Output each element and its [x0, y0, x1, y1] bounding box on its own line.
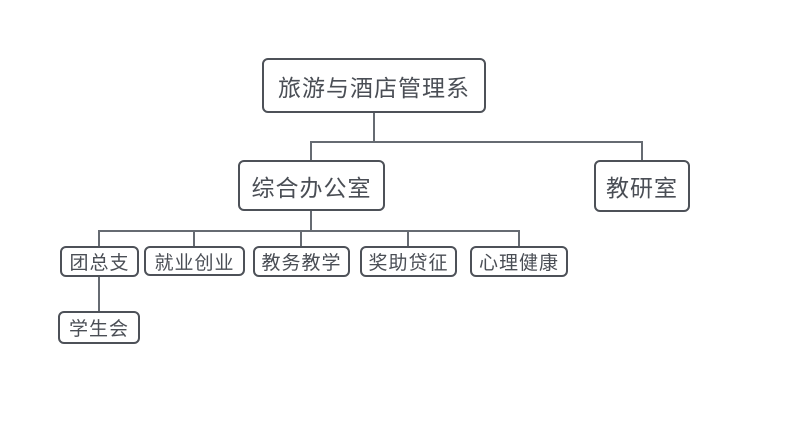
connector-level2-bus [310, 141, 643, 143]
connector-employment-drop [193, 230, 195, 246]
node-employment: 就业创业 [144, 246, 245, 276]
connector-root-stem [373, 113, 375, 143]
node-general-office: 综合办公室 [238, 160, 385, 211]
node-root: 旅游与酒店管理系 [262, 58, 486, 113]
node-mental-health: 心理健康 [470, 246, 568, 277]
connector-office-stem [310, 211, 312, 232]
connector-aid-drop [407, 230, 409, 246]
connector-academic-drop [300, 230, 302, 246]
node-league-branch: 团总支 [60, 246, 139, 277]
node-academic-affairs: 教务教学 [253, 246, 350, 277]
connector-level3-bus [98, 230, 520, 232]
connector-league-drop [98, 230, 100, 246]
connector-office-drop [310, 141, 312, 160]
connector-student-union-stem [98, 277, 100, 311]
node-financial-aid: 奖助贷征 [360, 246, 457, 277]
connector-mental-drop [518, 230, 520, 246]
connector-research-drop [641, 141, 643, 160]
node-teaching-research-office: 教研室 [594, 160, 690, 212]
node-student-union: 学生会 [58, 311, 140, 344]
